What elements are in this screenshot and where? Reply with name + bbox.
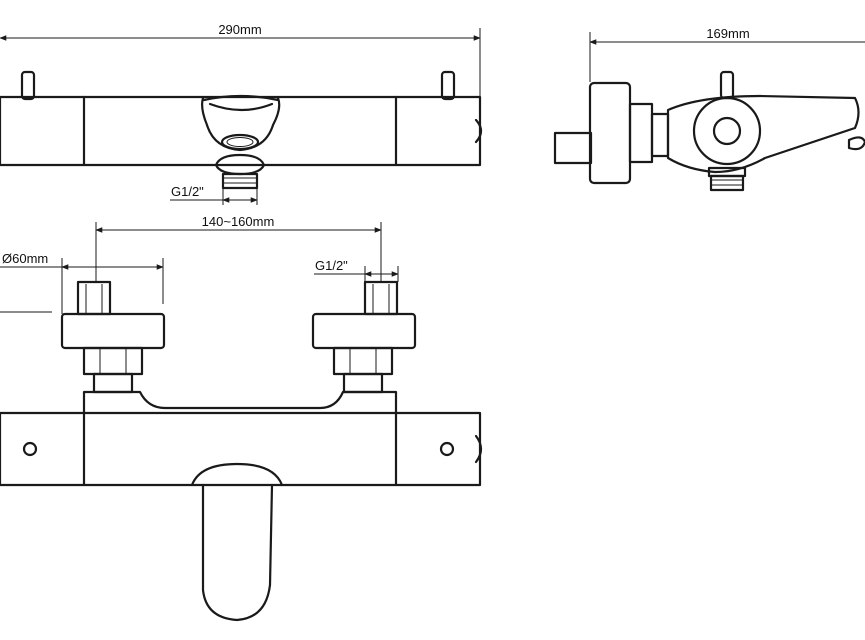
front-right-union	[342, 372, 384, 394]
front-left-union	[92, 372, 134, 394]
top-view: 290mm G1/2"	[0, 22, 483, 205]
dim-290-label: 290mm	[218, 22, 261, 37]
top-right-knob	[474, 118, 483, 144]
dim-g12-top-label: G1/2"	[171, 184, 204, 199]
dim-dia60-label: Ø60mm	[2, 251, 48, 266]
spout-bowl-inner	[208, 102, 274, 112]
front-body	[0, 411, 482, 487]
front-right-nut	[332, 346, 394, 376]
top-stud-left	[20, 70, 36, 101]
front-view: 140~160mm Ø60mm G1/2"	[0, 214, 483, 622]
front-right-inlet-stub	[363, 280, 399, 316]
side-nut	[628, 102, 654, 164]
front-right-knob	[474, 434, 483, 464]
front-right-hole	[439, 441, 455, 457]
spout-aerator-inner	[226, 137, 254, 147]
dim-169-label: 169mm	[706, 26, 749, 41]
spout-aerator	[220, 133, 260, 151]
front-spout-collar	[190, 462, 284, 487]
front-bridge	[82, 390, 398, 415]
side-view: 169mm	[553, 26, 865, 192]
side-outlet-thread	[709, 174, 745, 192]
front-left-inlet-stub	[76, 280, 112, 316]
top-outlet-thread-stub	[221, 172, 259, 190]
side-stud	[719, 70, 735, 100]
side-body	[666, 94, 860, 174]
side-body-circle	[692, 96, 762, 166]
front-left-hole	[22, 441, 38, 457]
top-stud-right	[440, 70, 456, 101]
front-left-cover	[60, 312, 166, 350]
front-left-nut	[82, 346, 144, 376]
dim-140-160-label: 140~160mm	[202, 214, 275, 229]
side-body-hole	[712, 116, 742, 146]
side-wall-flange	[588, 81, 632, 185]
side-union	[650, 112, 670, 158]
spout-bowl-rim	[202, 94, 280, 102]
dim-g12-inlet-label: G1/2"	[315, 258, 348, 273]
front-spout	[201, 483, 274, 622]
front-right-cover	[311, 312, 417, 350]
side-inlet-stub	[553, 131, 593, 165]
side-spout-tip	[847, 136, 865, 151]
